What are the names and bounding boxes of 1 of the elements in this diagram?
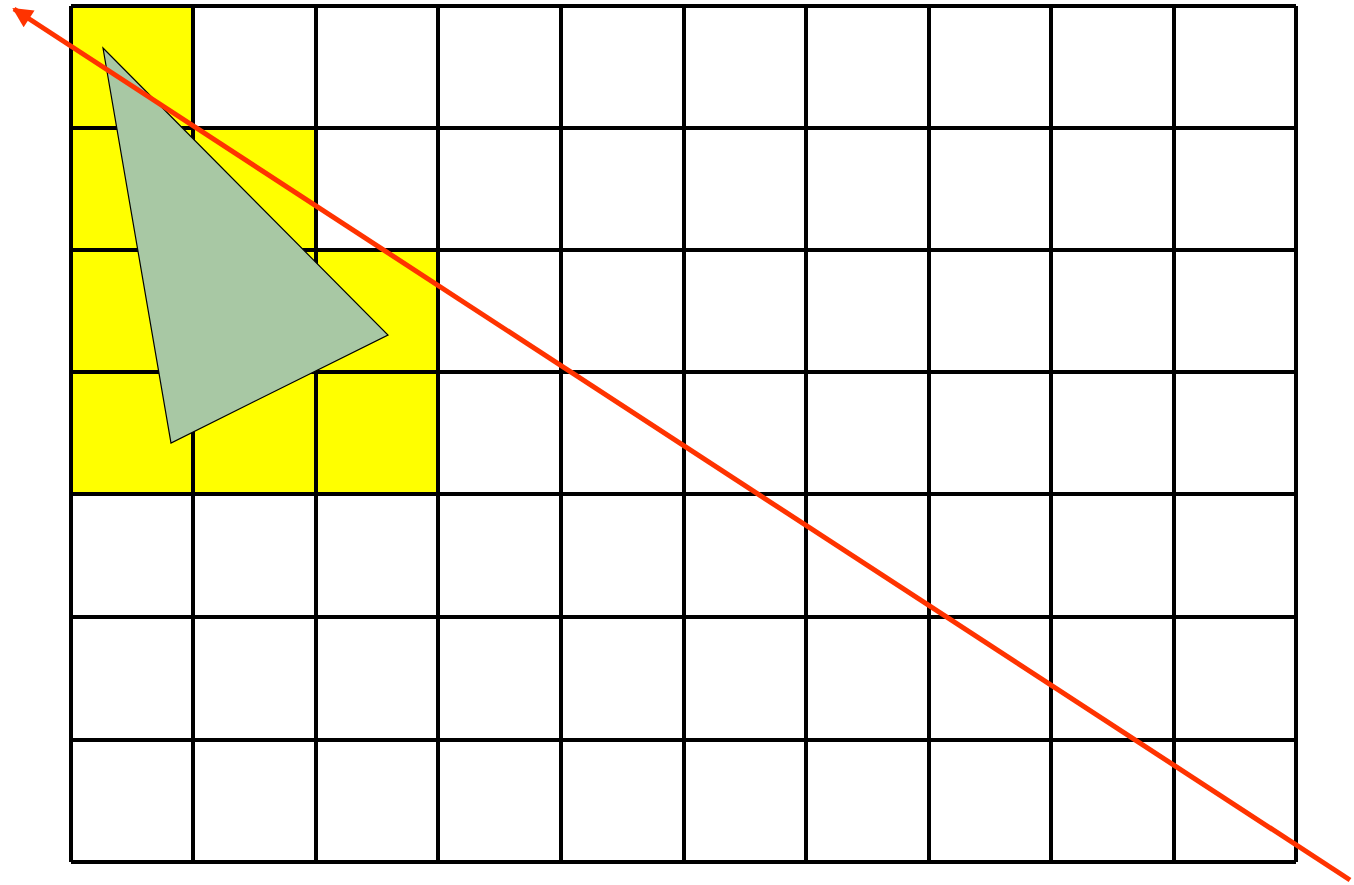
triangle-shape <box>102 46 389 444</box>
